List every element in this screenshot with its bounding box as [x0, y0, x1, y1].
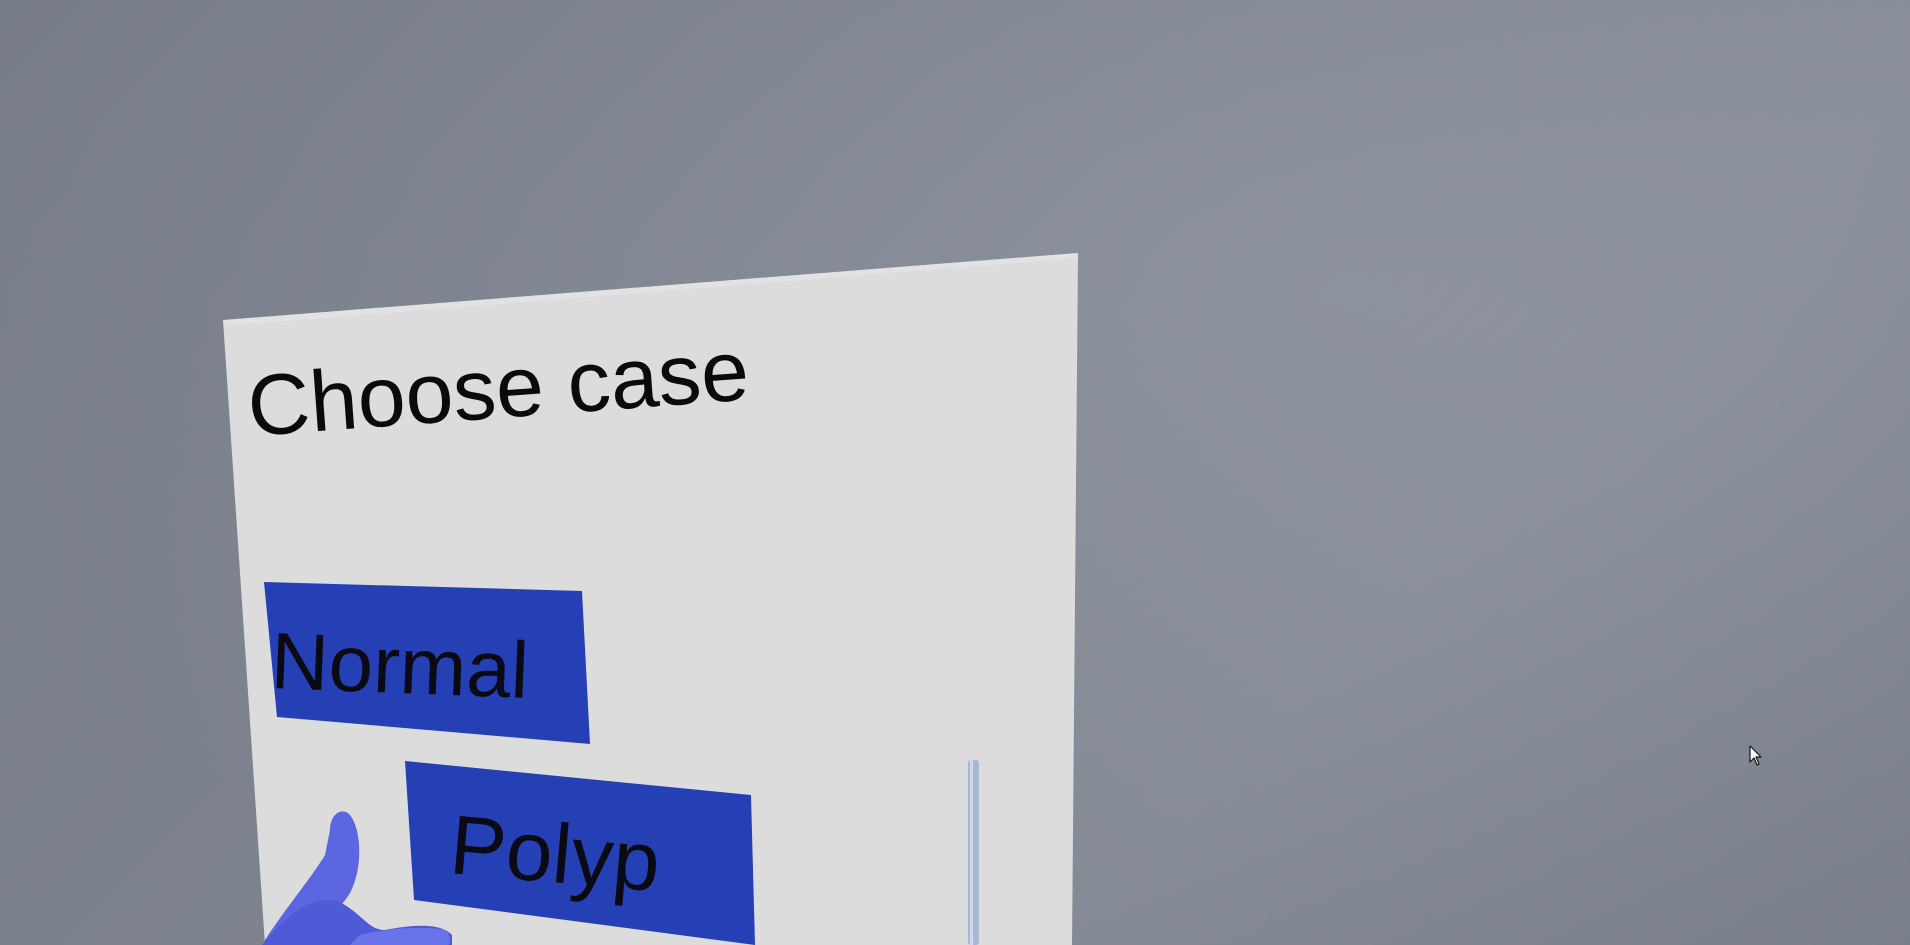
polyp-button-label: Polyp: [446, 797, 664, 909]
scrollbar-track[interactable]: [968, 760, 979, 945]
panel-scrollbar[interactable]: [968, 760, 979, 945]
normal-button-bg[interactable]: [264, 582, 590, 744]
normal-button-label: Normal: [269, 616, 530, 715]
panel-edge-shade: [223, 253, 1078, 326]
normal-case-button[interactable]: Normal: [264, 582, 590, 744]
polyp-case-button[interactable]: Polyp: [405, 761, 755, 945]
polyp-button-bg[interactable]: [405, 761, 755, 945]
scrollbar-highlight: [970, 760, 973, 945]
case-menu-panel: Choose case Normal Polyp: [223, 253, 1078, 945]
mouse-pointer-icon: [1749, 745, 1762, 766]
vr-hand-icon: [262, 811, 452, 945]
hand-finger: [350, 927, 450, 945]
